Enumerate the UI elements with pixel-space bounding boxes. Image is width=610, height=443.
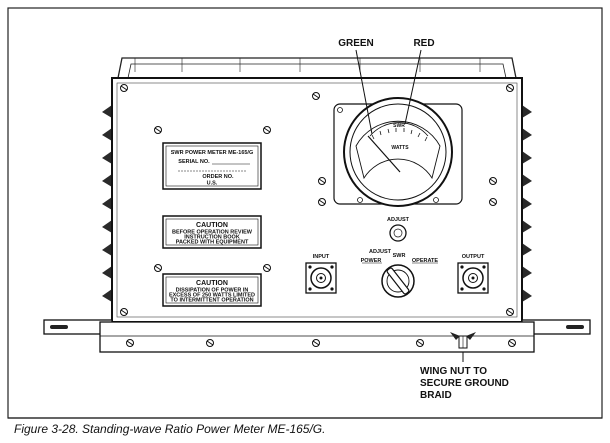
wing-nut-callout-line-2: SECURE GROUND: [420, 378, 509, 389]
caution-label-1: CAUTION BEFORE OPERATION REVIEW INSTRUCT…: [162, 215, 262, 249]
selector-swr-label: SWR: [393, 253, 406, 259]
adjust-knob: ADJUST: [387, 217, 410, 242]
caution-label-2: CAUTION DISSIPATION OF POWER IN EXCESS O…: [162, 273, 262, 307]
meter-unit-label: WATTS: [391, 145, 409, 151]
base-screws: [126, 339, 516, 347]
caution-2-line-1: DISSIPATION OF POWER IN: [176, 288, 249, 294]
wing-nut-callout-line-1: WING NUT TO: [420, 366, 487, 377]
caution-1-line-2: INSTRUCTION BOOK: [184, 235, 240, 241]
meter-callouts: GREEN RED: [338, 38, 435, 135]
caution-1-line-3: PACKED WITH EQUIPMENT: [176, 240, 249, 246]
output-connector: OUTPUT: [457, 254, 489, 294]
input-label: INPUT: [313, 254, 330, 260]
nameplate-title: SWR POWER METER ME-165/G: [171, 150, 254, 156]
wing-nut: [450, 332, 476, 362]
wing-nut-callout-line-3: BRAID: [420, 390, 452, 401]
caution-2-heading: CAUTION: [196, 280, 228, 287]
caution-1-line-1: BEFORE OPERATION REVIEW: [172, 230, 253, 236]
output-label: OUTPUT: [462, 254, 485, 260]
caution-1-heading: CAUTION: [196, 222, 228, 229]
green-callout: GREEN: [338, 38, 374, 49]
meter-needle: [367, 135, 401, 173]
red-callout: RED: [413, 38, 434, 49]
caution-2-line-2: EXCESS OF 250 WATTS LIMITED: [169, 293, 255, 299]
top-cover: [117, 57, 517, 79]
left-cooling-fins: [102, 105, 112, 302]
selector-operate-label: OPERATE: [412, 258, 439, 264]
nameplate: SWR POWER METER ME-165/G SERIAL NO. ORDE…: [162, 142, 262, 190]
selector-adjust-label: ADJUST: [369, 249, 392, 255]
nameplate-us: U.S.: [207, 181, 218, 187]
base-slots: [50, 325, 584, 329]
nameplate-serial: SERIAL NO.: [178, 159, 210, 165]
adjust-label: ADJUST: [387, 217, 410, 223]
mounting-base: [43, 319, 591, 353]
panel-screws: [120, 84, 514, 316]
right-cooling-fins: [522, 105, 532, 302]
input-connector: INPUT: [305, 254, 337, 294]
wing-nut-callout: WING NUT TO SECURE GROUND BRAID: [420, 366, 509, 401]
meter-scale-ticks: [371, 128, 428, 142]
selector-power-label: POWER: [361, 258, 382, 264]
function-selector: ADJUST POWER SWR OPERATE: [361, 249, 439, 298]
caution-2-line-3: TO INTERMITTENT OPERATION: [170, 298, 253, 304]
nameplate-order: ORDER NO.: [202, 174, 234, 180]
meter-scale-label: SWR: [393, 123, 405, 129]
swr-meter: SWR WATTS: [333, 97, 463, 207]
figure-caption: Figure 3-28. Standing-wave Ratio Power M…: [14, 422, 325, 436]
